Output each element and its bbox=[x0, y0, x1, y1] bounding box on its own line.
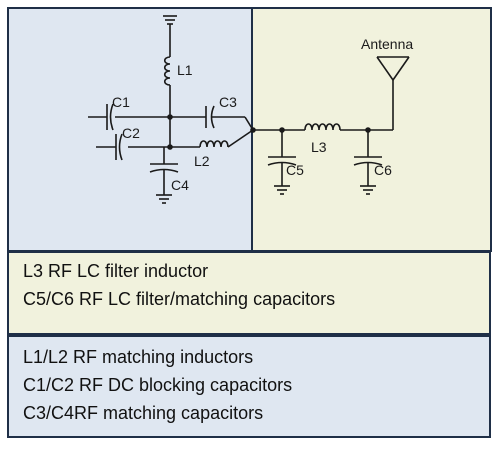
label-c1: C1 bbox=[112, 94, 130, 110]
matching-legend-line-1: L1/L2 RF matching inductors bbox=[23, 347, 254, 367]
filter-legend-line-1: L3 RF LC filter inductor bbox=[23, 261, 209, 281]
label-c4: C4 bbox=[171, 177, 189, 193]
matching-legend-line-2: C1/C2 RF DC blocking capacitors bbox=[23, 375, 293, 395]
label-l1: L1 bbox=[177, 62, 193, 78]
ground-symbol-top bbox=[163, 15, 177, 57]
inductor-l3 bbox=[304, 123, 341, 131]
label-c5: C5 bbox=[286, 162, 304, 178]
antenna-label: Antenna bbox=[361, 36, 413, 52]
matching-legend-line-3: C3/C4RF matching capacitors bbox=[23, 403, 264, 423]
label-c6: C6 bbox=[374, 162, 392, 178]
label-c2: C2 bbox=[122, 125, 140, 141]
capacitor-c6 bbox=[353, 156, 383, 166]
matching-network-panel bbox=[7, 7, 253, 252]
label-c3: C3 bbox=[219, 94, 237, 110]
ground-symbol-c6 bbox=[360, 185, 376, 195]
antenna-icon bbox=[376, 56, 410, 130]
capacitor-c5 bbox=[267, 156, 297, 166]
filter-legend-line-2: C5/C6 RF LC filter/matching capacitors bbox=[23, 289, 336, 309]
ground-symbol-c4 bbox=[156, 194, 172, 204]
capacitor-c3 bbox=[205, 105, 215, 129]
matching-legend-box: L1/L2 RF matching inductors C1/C2 RF DC … bbox=[7, 335, 491, 438]
inductor-l2 bbox=[199, 140, 229, 148]
junction-dots bbox=[167, 114, 371, 150]
inductor-l1 bbox=[163, 56, 171, 86]
label-l3: L3 bbox=[311, 139, 327, 155]
ground-symbol-c5 bbox=[274, 185, 290, 195]
filter-legend-box: L3 RF LC filter inductor C5/C6 RF LC fil… bbox=[7, 251, 491, 335]
label-l2: L2 bbox=[194, 153, 210, 169]
capacitor-c4 bbox=[149, 163, 179, 173]
